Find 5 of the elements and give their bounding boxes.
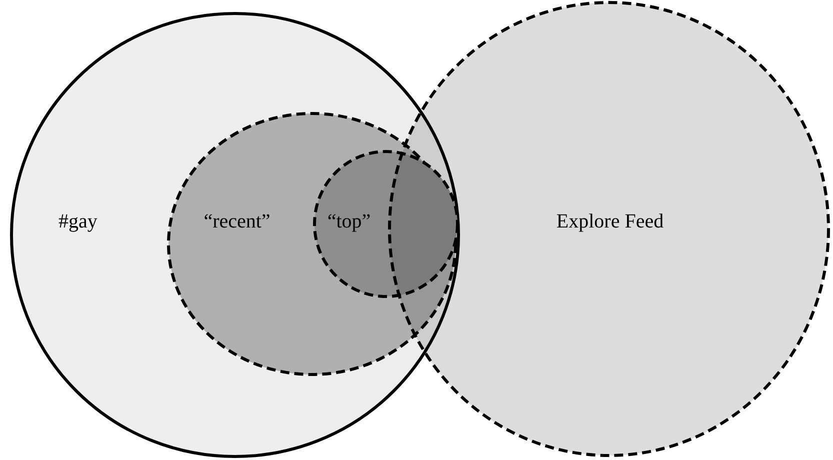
circle-label: Explore Feed: [556, 210, 664, 234]
venn-circle: [388, 1, 830, 457]
circle-label: “recent”: [204, 210, 270, 234]
circle-label: #gay: [58, 210, 98, 234]
circle-label: “top”: [327, 210, 371, 234]
